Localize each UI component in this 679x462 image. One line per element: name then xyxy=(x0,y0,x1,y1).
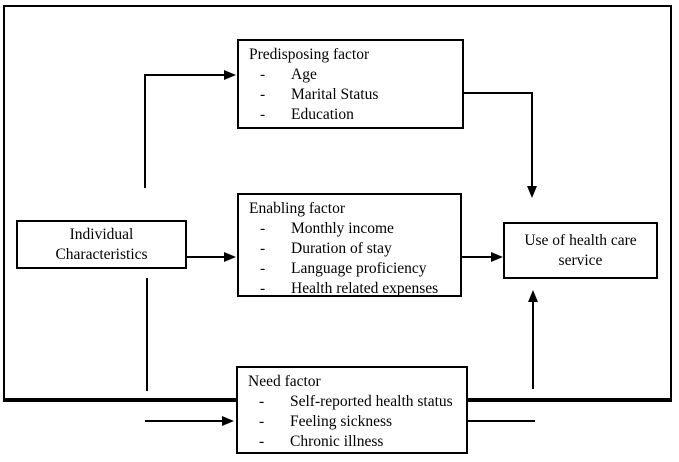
use-of-health-care-line1: Use of health care xyxy=(524,231,637,249)
enabling-item-language-proficiency: Language proficiency xyxy=(291,260,427,277)
list-item: - Education xyxy=(239,105,462,125)
connector-ic-to-need-horizontal xyxy=(145,420,222,422)
enabling-item-duration-of-stay: Duration of stay xyxy=(291,240,392,257)
list-dash: - xyxy=(260,106,266,123)
list-dash: - xyxy=(260,220,266,237)
arrowhead-up-to-use-icon xyxy=(528,290,538,302)
enabling-item-health-related-expenses: Health related expenses xyxy=(291,280,439,297)
list-item: - Age xyxy=(239,65,462,85)
list-dash: - xyxy=(259,393,265,410)
connector-predisposing-to-use-vertical xyxy=(531,92,533,186)
list-dash: - xyxy=(260,240,266,257)
list-dash: - xyxy=(260,280,266,297)
arrowhead-into-enabling-icon xyxy=(224,252,236,262)
list-dash: - xyxy=(260,260,266,277)
individual-characteristics-line2: Characteristics xyxy=(55,245,148,263)
use-of-health-care-service-box: Use of health care service xyxy=(503,222,658,279)
individual-characteristics-box: Individual Characteristics xyxy=(16,220,187,269)
enabling-factor-box: Enabling factor - Monthly income - Durat… xyxy=(237,193,462,297)
predisposing-item-education: Education xyxy=(291,106,354,123)
list-item: - Monthly income xyxy=(239,219,460,239)
connector-need-to-use-vertical xyxy=(532,302,534,389)
connector-enabling-to-use xyxy=(462,256,491,258)
enabling-factor-title: Enabling factor xyxy=(249,200,345,217)
list-dash: - xyxy=(260,86,266,103)
connector-ic-to-predisposing-horizontal xyxy=(144,74,224,76)
predisposing-factor-title: Predisposing factor xyxy=(249,46,370,63)
need-factor-title: Need factor xyxy=(248,373,321,390)
arrowhead-into-need-icon xyxy=(222,416,234,426)
predisposing-factor-box: Predisposing factor - Age - Marital Stat… xyxy=(237,39,464,129)
connector-ic-to-predisposing-vertical xyxy=(144,75,146,188)
arrowhead-into-predisposing-icon xyxy=(224,70,236,80)
connector-ic-to-enabling xyxy=(187,256,224,258)
list-dash: - xyxy=(259,413,265,430)
arrowhead-into-use-icon xyxy=(491,252,503,262)
enabling-item-monthly-income: Monthly income xyxy=(291,220,394,237)
list-dash: - xyxy=(260,66,266,83)
list-item: - Duration of stay xyxy=(239,239,460,259)
individual-characteristics-line1: Individual xyxy=(69,225,134,243)
list-item: - Language proficiency xyxy=(239,259,460,279)
need-item-feeling-sickness: Feeling sickness xyxy=(290,413,393,430)
list-dash: - xyxy=(259,433,265,450)
list-item: - Self-reported health status xyxy=(238,392,466,412)
connector-need-to-use-horizontal xyxy=(468,420,535,422)
need-factor-box: Need factor - Self-reported health statu… xyxy=(236,366,468,454)
predisposing-item-marital-status: Marital Status xyxy=(291,86,379,103)
list-item: - Chronic illness xyxy=(238,432,466,452)
need-item-self-reported-health-status: Self-reported health status xyxy=(290,393,453,410)
predisposing-item-age: Age xyxy=(291,66,317,83)
need-item-chronic-illness: Chronic illness xyxy=(290,433,384,450)
list-item: - Marital Status xyxy=(239,85,462,105)
arrowhead-down-to-use-icon xyxy=(527,186,537,198)
list-item: - Health related expenses xyxy=(239,279,460,299)
list-item: - Feeling sickness xyxy=(238,412,466,432)
connector-predisposing-to-use-horizontal xyxy=(463,92,533,94)
use-of-health-care-line2: service xyxy=(558,251,603,269)
connector-ic-to-need-vertical xyxy=(146,278,148,391)
